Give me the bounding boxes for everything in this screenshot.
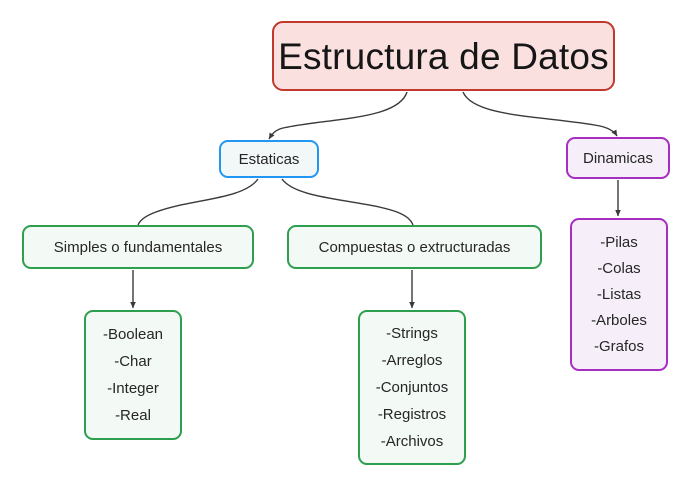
node-list-item: -Registros	[377, 406, 447, 423]
node-compuestas-o-extructuradas[interactable]: Compuestas o extructuradas	[287, 225, 542, 269]
node-root[interactable]: Estructura de Datos	[272, 21, 615, 91]
node-estaticas[interactable]: Estaticas	[219, 140, 319, 178]
node-list-item: -Integer	[107, 380, 159, 397]
node-compuestas-label: Compuestas o extructuradas	[318, 238, 511, 256]
node-root-label: Estructura de Datos	[278, 35, 609, 77]
node-estaticas-label: Estaticas	[238, 150, 300, 168]
edge-estaticas-to-compuestas	[281, 178, 414, 226]
edge-root-to-dinamicas	[462, 91, 618, 137]
node-dinamicas-label: Dinamicas	[582, 149, 654, 167]
node-list-item: -Grafos	[593, 337, 644, 355]
node-simples-o-fundamentales[interactable]: Simples o fundamentales	[22, 225, 254, 269]
node-list-item: -Boolean	[102, 326, 164, 343]
edge-root-to-estaticas	[268, 91, 408, 140]
node-list-item: -Colas	[597, 259, 641, 277]
node-list-item: -Strings	[386, 325, 438, 342]
node-list-item: -Arboles	[591, 311, 647, 329]
node-simples-label: Simples o fundamentales	[53, 238, 223, 256]
node-list-item: -Archivos	[380, 433, 444, 450]
node-simples-items[interactable]: -Boolean -Char -Integer -Real	[84, 310, 182, 440]
node-compuestas-items[interactable]: -Strings -Arreglos -Conjuntos -Registros -Ar…	[358, 310, 466, 465]
node-list-item: -Real	[115, 407, 151, 424]
edge-estaticas-to-simples	[137, 178, 259, 226]
node-dinamicas[interactable]: Dinamicas	[566, 137, 670, 179]
node-list-item: -Char	[114, 353, 152, 370]
node-list-item: -Arreglos	[381, 352, 443, 369]
node-list-item: -Pilas	[600, 233, 638, 251]
node-dinamicas-items[interactable]: -Pilas -Colas -Listas -Arboles -Grafos	[570, 218, 668, 371]
node-list-item: -Listas	[596, 285, 642, 303]
node-list-item: -Conjuntos	[375, 379, 449, 396]
